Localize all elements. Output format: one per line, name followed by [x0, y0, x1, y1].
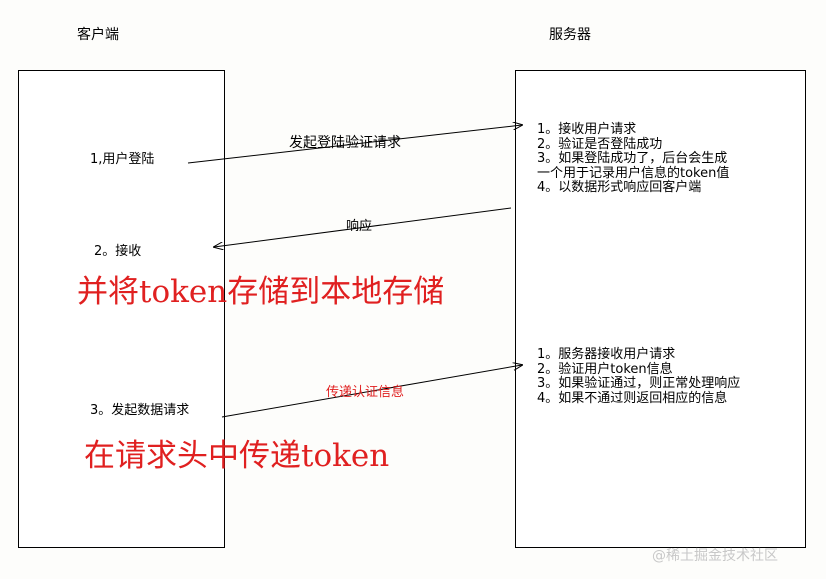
server-panel: [515, 70, 806, 548]
server-request-step: 3。如果验证通过，则正常处理响应: [537, 376, 741, 391]
client-step-receive: 2。接收: [94, 244, 142, 259]
server-title: 服务器: [549, 27, 591, 43]
client-title: 客户端: [77, 27, 119, 43]
pass-auth-label: 传递认证信息: [326, 385, 405, 400]
server-login-step: 1。接收用户请求: [537, 122, 637, 137]
header-token-note: 在请求头中传递token: [84, 438, 390, 474]
store-token-note: 并将token存储到本地存储: [77, 274, 445, 310]
server-request-step: 2。验证用户token信息: [537, 361, 673, 377]
login-request-arrow: [187, 125, 522, 164]
response-label: 响应: [346, 219, 373, 234]
response-arrow: [214, 207, 512, 247]
client-panel: [18, 70, 225, 548]
server-login-step: 2。验证是否登陆成功: [537, 136, 663, 152]
server-login-step: 3。如果登陆成功了，后台会生成: [537, 151, 728, 166]
client-step-login: 1,用户登陆: [90, 152, 155, 167]
server-login-steps: 1。接收用户请求 2。验证是否登陆成功 3。如果登陆成功了，后台会生成 一个用于…: [537, 122, 730, 196]
login-request-label: 发起登陆验证请求: [289, 135, 401, 151]
server-login-step: 4。以数据形式响应回客户端: [537, 180, 702, 195]
pass-auth-arrow: [221, 365, 522, 418]
server-request-step: 1。服务器接收用户请求: [537, 347, 676, 362]
server-request-steps: 1。服务器接收用户请求 2。验证用户token信息 3。如果验证通过，则正常处理…: [537, 347, 741, 406]
server-login-step: 一个用于记录用户信息的token值: [537, 165, 730, 181]
client-step-request: 3。发起数据请求: [90, 403, 190, 418]
server-request-step: 4。如果不通过则返回相应的信息: [537, 390, 728, 406]
watermark: @稀土掘金技术社区: [652, 548, 778, 564]
